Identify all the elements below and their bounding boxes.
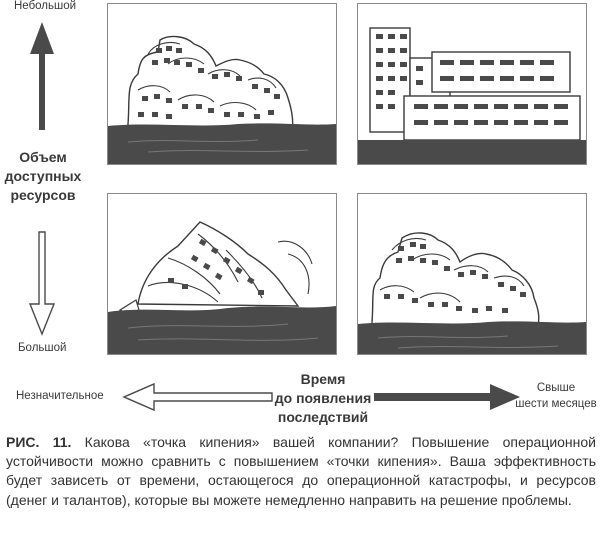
caption-text: Какова «точка кипения» вашей компании? П… [6,434,596,508]
figure-number: РИС. 11. [6,434,72,450]
vertical-bottom-label: Большой [18,342,67,354]
vertical-axis-title: Объем доступных ресурсов [0,148,86,205]
figure-caption: РИС. 11. Какова «точка кипения» вашей ко… [6,433,596,510]
upright-building-icon [358,27,586,164]
horizontal-title-line-3: последствий [277,409,369,425]
arrow-down-icon [28,231,56,336]
horizontal-title-line-2: до появления [274,390,372,406]
arrow-up-icon [30,22,54,130]
panel-top-left [107,3,337,165]
vertical-title-line-2: доступных [4,168,82,184]
panel-top-right [357,3,587,165]
vertical-top-label: Небольшой [14,0,77,12]
panel-bottom-right [357,193,587,355]
vertical-title-line-3: ресурсов [10,187,76,203]
horizontal-left-label: Незначительное [16,390,104,402]
arrow-right-icon [374,384,520,410]
horizontal-right-line-1: Свыше [536,382,576,394]
crumpled-building-flooded-icon [358,232,586,354]
horizontal-right-label: Свыше шести месяцев [512,380,600,412]
panel-bottom-left [107,193,337,355]
horizontal-title-line-1: Время [300,371,346,387]
sinking-building-icon [108,221,336,354]
vertical-title-line-1: Объем [19,149,67,165]
crumpled-building-dry-icon [108,35,336,164]
horizontal-axis-title: Время до появления последствий [268,370,378,427]
arrow-left-icon [122,382,273,412]
horizontal-right-line-2: шести месяцев [515,398,597,410]
